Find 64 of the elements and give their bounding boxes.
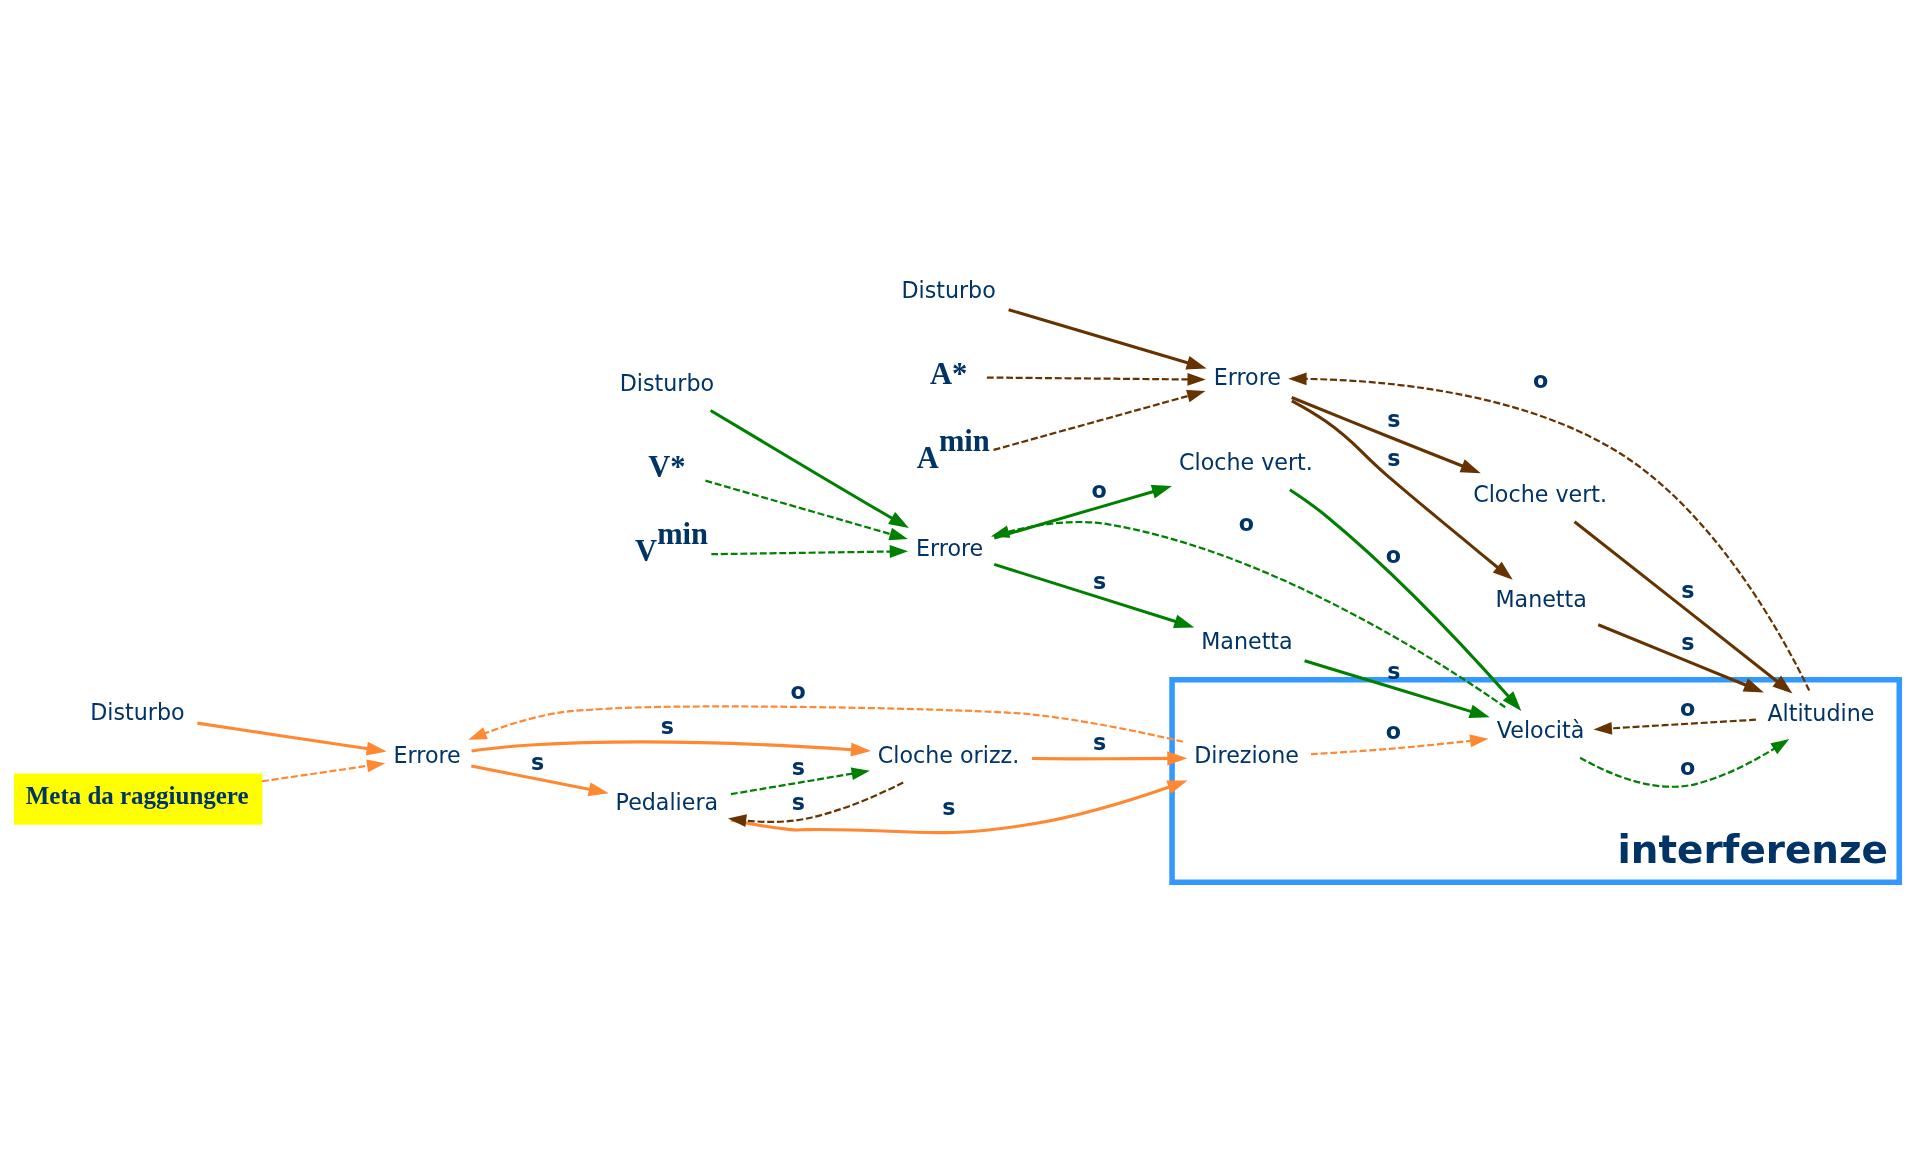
arrow xyxy=(705,479,908,541)
node-text: V* xyxy=(648,449,686,484)
edge-label: s xyxy=(791,754,806,781)
edge-label: s xyxy=(1387,405,1401,432)
arrow xyxy=(1310,734,1489,756)
node-text: Disturbo xyxy=(901,276,996,303)
arrow xyxy=(1593,718,1756,735)
edge-label: s xyxy=(1092,568,1107,595)
arrow xyxy=(1289,488,1522,711)
arrow xyxy=(993,389,1206,451)
arrow xyxy=(197,721,387,756)
arrow xyxy=(730,767,870,796)
edge-label: s xyxy=(942,794,956,821)
edge-label: o xyxy=(1679,694,1696,721)
node-text: Disturbo xyxy=(90,698,185,725)
node-text: Direzione xyxy=(1194,741,1299,768)
node-text: Velocità xyxy=(1496,716,1585,743)
node-text: Pedaliera xyxy=(615,788,719,815)
arrow xyxy=(730,780,1188,835)
node-text: Cloche vert. xyxy=(1179,448,1313,475)
node-text: Disturbo xyxy=(619,369,715,396)
edge-label: o xyxy=(790,677,806,704)
node-text: Errore xyxy=(916,534,984,561)
arrow xyxy=(1032,751,1188,766)
node-text: A* xyxy=(929,356,968,391)
arrow xyxy=(993,562,1195,629)
arrow xyxy=(986,373,1206,386)
edge-label: s xyxy=(1681,629,1695,656)
node-text: Cloche vert. xyxy=(1473,480,1608,507)
arrow xyxy=(993,485,1172,540)
arrow xyxy=(1008,308,1207,370)
arrow xyxy=(1573,520,1793,694)
edge-label: o xyxy=(1091,476,1107,503)
edge-label: o xyxy=(1385,718,1402,745)
edge-label: s xyxy=(1387,444,1401,471)
edge-label: o xyxy=(1385,541,1402,568)
edge-label: s xyxy=(1092,729,1107,756)
node-text: Errore xyxy=(393,741,461,768)
arrow xyxy=(727,781,904,828)
arrow xyxy=(1597,623,1764,693)
arrow xyxy=(711,545,909,558)
edge-label: s xyxy=(530,748,545,775)
edge-label: o xyxy=(1679,754,1696,781)
arrow xyxy=(1291,399,1513,580)
edge-label: s xyxy=(1681,576,1695,603)
arrow xyxy=(1291,396,1481,474)
arrow xyxy=(471,740,871,757)
arrow xyxy=(471,764,609,797)
arrow xyxy=(468,705,1184,743)
arrow xyxy=(1288,372,1811,691)
arrow xyxy=(1579,739,1790,788)
node-text: Altitudine xyxy=(1767,700,1875,727)
edge-label: s xyxy=(791,788,806,815)
arrow xyxy=(1304,659,1490,719)
node-text: Manetta xyxy=(1495,586,1587,613)
node-text: Manetta xyxy=(1201,627,1293,654)
edge-label: s xyxy=(660,712,674,739)
arrow xyxy=(709,409,909,529)
node-text: Errore xyxy=(1213,364,1281,391)
edge-label: o xyxy=(1238,509,1254,536)
edge-label: o xyxy=(1532,367,1549,394)
node-text: Cloche orizz. xyxy=(877,741,1020,768)
arrow xyxy=(261,759,386,783)
node-box: Meta da raggiungere xyxy=(13,773,263,825)
